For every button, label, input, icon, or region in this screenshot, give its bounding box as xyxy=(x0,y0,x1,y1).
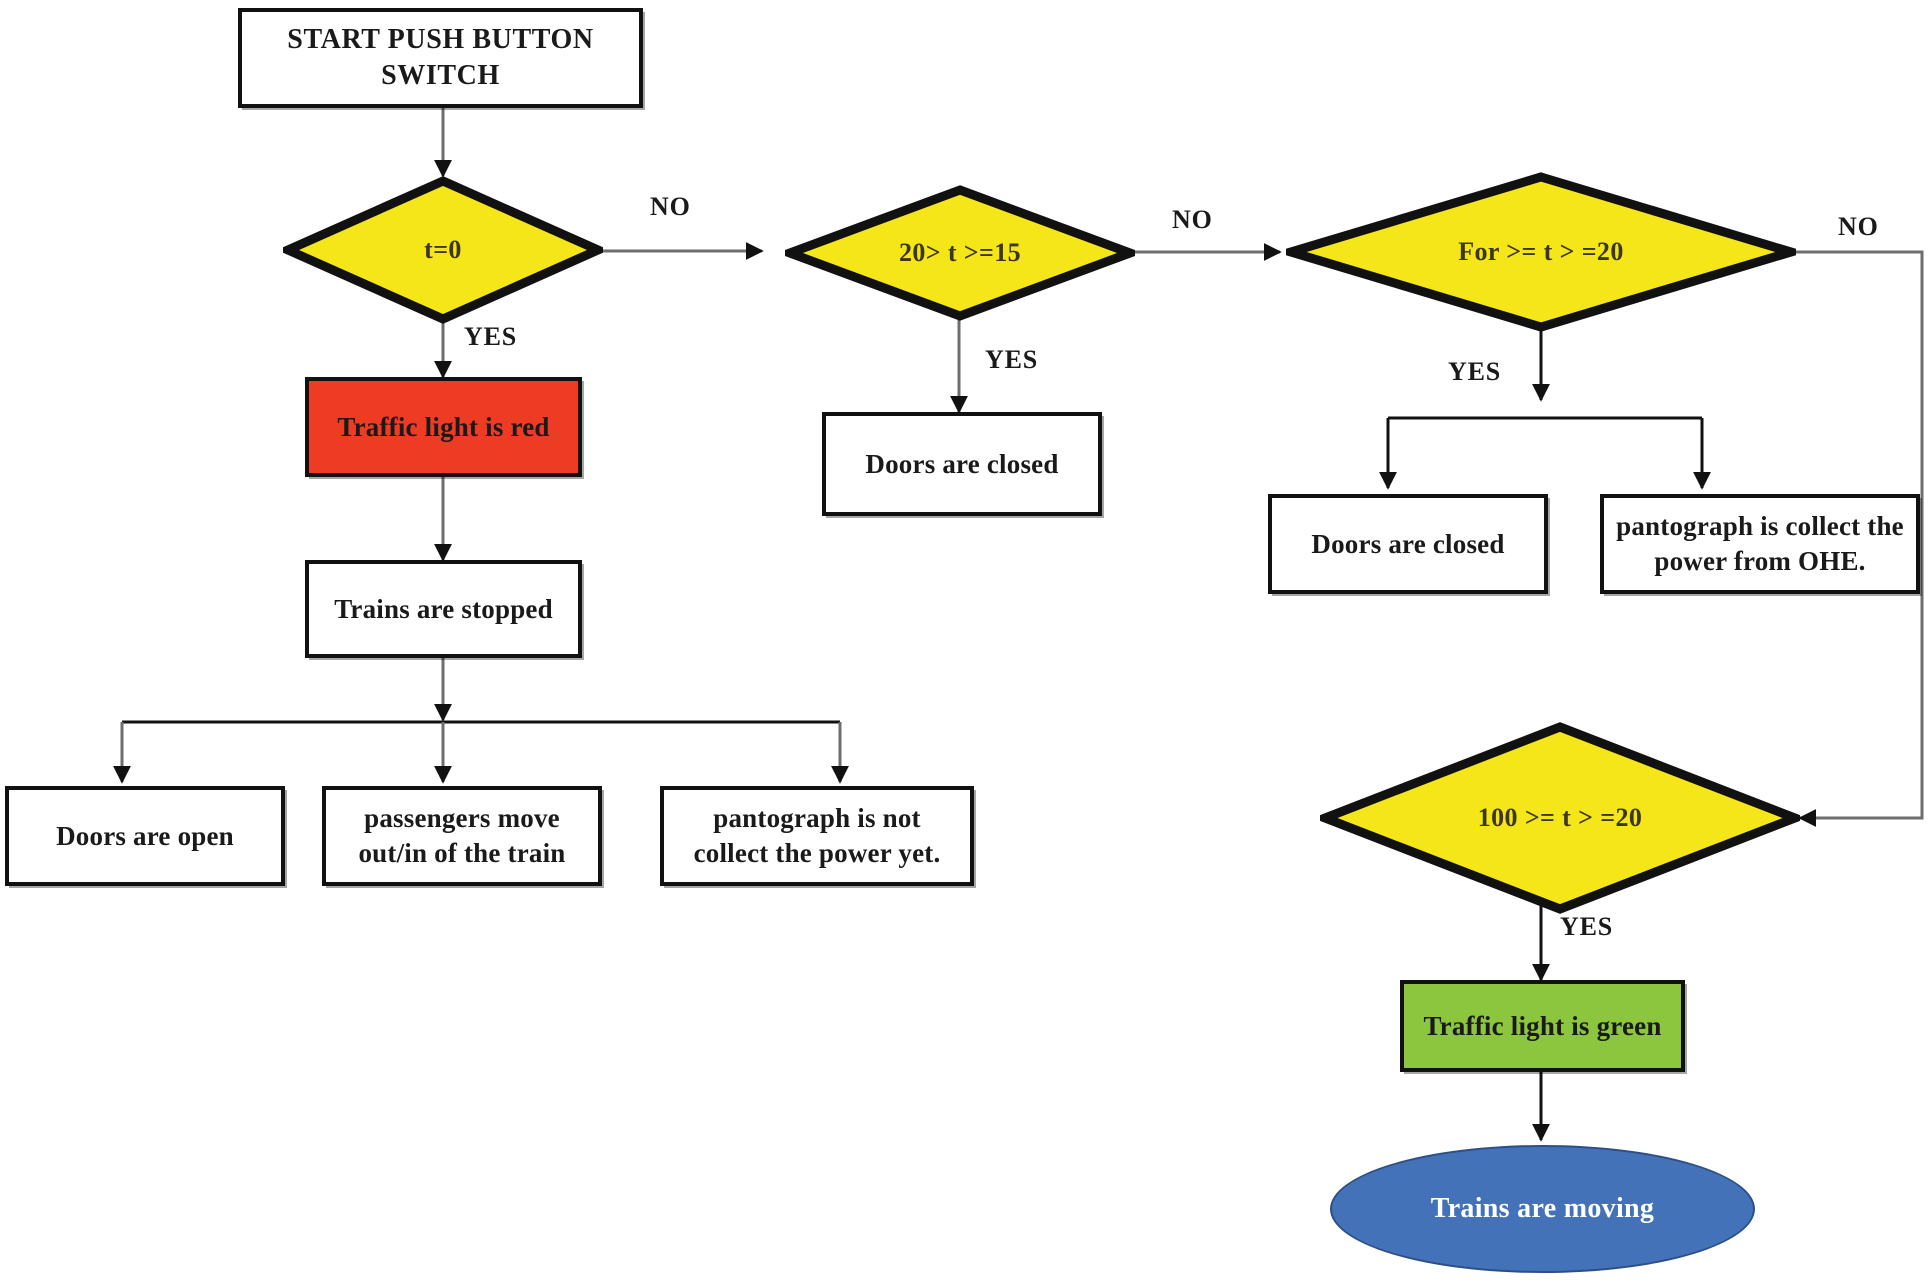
diamond-shape xyxy=(1320,722,1800,914)
node-doors-closed-right[interactable]: Doors are closed xyxy=(1268,494,1548,594)
diamond-shape xyxy=(785,185,1135,321)
decision-20-gt-t-gte-15-label: 20> t >=15 xyxy=(898,238,1022,267)
node-pantograph-not-collect[interactable]: pantograph is not collect the power yet. xyxy=(660,786,974,886)
decision-t-equals-zero[interactable]: t=0 xyxy=(283,176,603,324)
decision-for-gte-t-gt-20-label: For >= t > =20 xyxy=(1458,237,1624,266)
node-pantograph-collect-ohe[interactable]: pantograph is collect the power from OHE… xyxy=(1600,494,1920,594)
node-doors-are-open-label: Doors are open xyxy=(56,820,234,851)
node-trains-stopped[interactable]: Trains are stopped xyxy=(305,560,582,658)
node-start-push-button-switch[interactable]: START PUSH BUTTON SWITCH xyxy=(238,8,643,108)
decision-for-gte-t-gt-20[interactable]: For >= t > =20 xyxy=(1286,172,1796,332)
node-traffic-light-red-label: Traffic light is red xyxy=(337,411,550,442)
decision-20-gt-t-gte-15[interactable]: 20> t >=15 xyxy=(785,185,1135,321)
node-traffic-light-red[interactable]: Traffic light is red xyxy=(305,377,582,477)
node-passengers-move[interactable]: passengers move out/in of the train xyxy=(322,786,602,886)
node-pantograph-not-collect-label: pantograph is not collect the power yet. xyxy=(693,803,941,868)
diamond-shape xyxy=(283,176,603,324)
node-doors-closed-middle[interactable]: Doors are closed xyxy=(822,412,1102,516)
node-trains-are-moving-label: Trains are moving xyxy=(1430,1193,1655,1224)
node-traffic-light-green-label: Traffic light is green xyxy=(1423,1010,1662,1041)
decision-t-equals-zero-label: t=0 xyxy=(424,235,462,264)
edge-label-d3-yes: YES xyxy=(1448,357,1501,386)
node-doors-closed-right-label: Doors are closed xyxy=(1311,528,1505,559)
edge-label-d1-no: NO xyxy=(650,192,691,221)
node-start-label: START PUSH BUTTON SWITCH xyxy=(287,24,594,91)
edge-label-d4-yes: YES xyxy=(1560,912,1613,941)
node-trains-stopped-label: Trains are stopped xyxy=(334,593,553,624)
node-trains-are-moving[interactable]: Trains are moving xyxy=(1330,1145,1755,1273)
node-traffic-light-green[interactable]: Traffic light is green xyxy=(1400,980,1685,1072)
node-doors-closed-middle-label: Doors are closed xyxy=(865,448,1059,479)
edge-label-d2-yes: YES xyxy=(985,345,1038,374)
node-pantograph-collect-ohe-label: pantograph is collect the power from OHE… xyxy=(1616,511,1904,576)
edge-label-d3-no: NO xyxy=(1838,212,1879,241)
decision-100-gte-t-gt-20-label: 100 >= t > =20 xyxy=(1477,803,1643,832)
diamond-shape xyxy=(1286,172,1796,332)
node-doors-are-open[interactable]: Doors are open xyxy=(5,786,285,886)
edge-label-d2-no: NO xyxy=(1172,205,1213,234)
node-passengers-move-label: passengers move out/in of the train xyxy=(358,803,566,868)
edge-label-d1-yes: YES xyxy=(464,322,517,351)
decision-100-gte-t-gt-20[interactable]: 100 >= t > =20 xyxy=(1320,722,1800,914)
